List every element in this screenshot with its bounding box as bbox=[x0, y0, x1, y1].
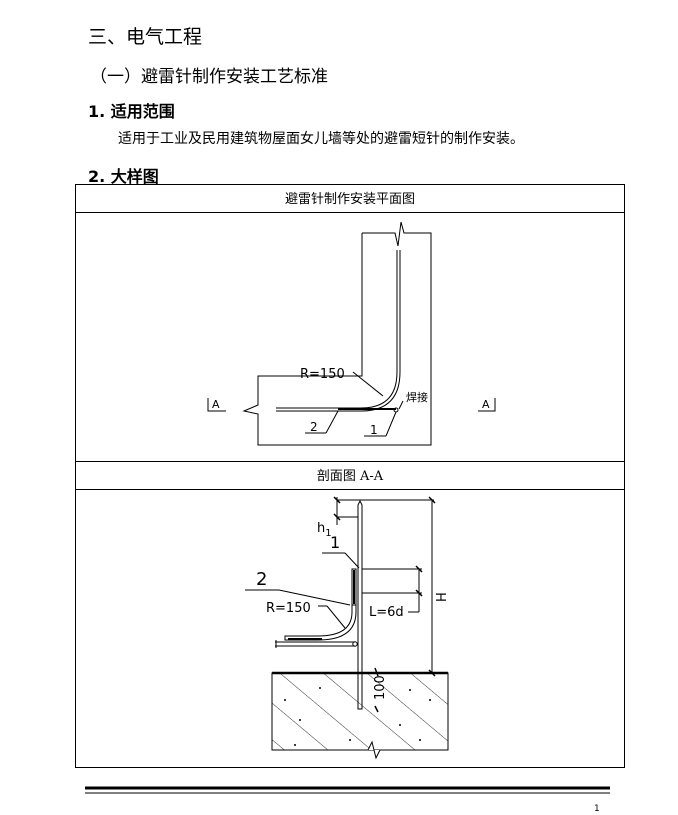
section-view-drawing bbox=[245, 496, 449, 760]
section-radius-label: R=150 bbox=[266, 601, 311, 616]
plan-label-2: 2 bbox=[310, 420, 318, 434]
depth-label: 100 bbox=[373, 675, 388, 700]
plan-label-1: 1 bbox=[370, 423, 378, 437]
heading-detail: 2. 大样图 bbox=[88, 167, 159, 186]
figure2-caption: 剖面图 A-A bbox=[317, 469, 384, 484]
table-frame bbox=[75, 184, 625, 768]
figure1-caption: 避雷针制作安装平面图 bbox=[285, 192, 415, 207]
heading-scope: 1. 适用范围 bbox=[88, 102, 175, 121]
h1-dim-label: h1 bbox=[317, 521, 332, 539]
subsection-title: （一）避雷针制作安装工艺标准 bbox=[90, 67, 328, 87]
scope-text: 适用于工业及民用建筑物屋面女儿墙等处的避雷短针的制作安装。 bbox=[118, 131, 524, 147]
section-title: 三、电气工程 bbox=[88, 26, 203, 48]
plan-radius-label: R=150 bbox=[300, 367, 345, 382]
height-label: H bbox=[435, 592, 450, 602]
section-marker-right: A bbox=[482, 398, 490, 411]
page-number: 1 bbox=[594, 804, 600, 814]
section-label-1: 1 bbox=[330, 533, 340, 552]
section-marker-left: A bbox=[212, 398, 220, 411]
length-label: L=6d bbox=[369, 605, 404, 620]
weld-label: 焊接 bbox=[406, 390, 428, 404]
section-label-2: 2 bbox=[256, 569, 267, 590]
plan-view-drawing bbox=[207, 221, 496, 446]
